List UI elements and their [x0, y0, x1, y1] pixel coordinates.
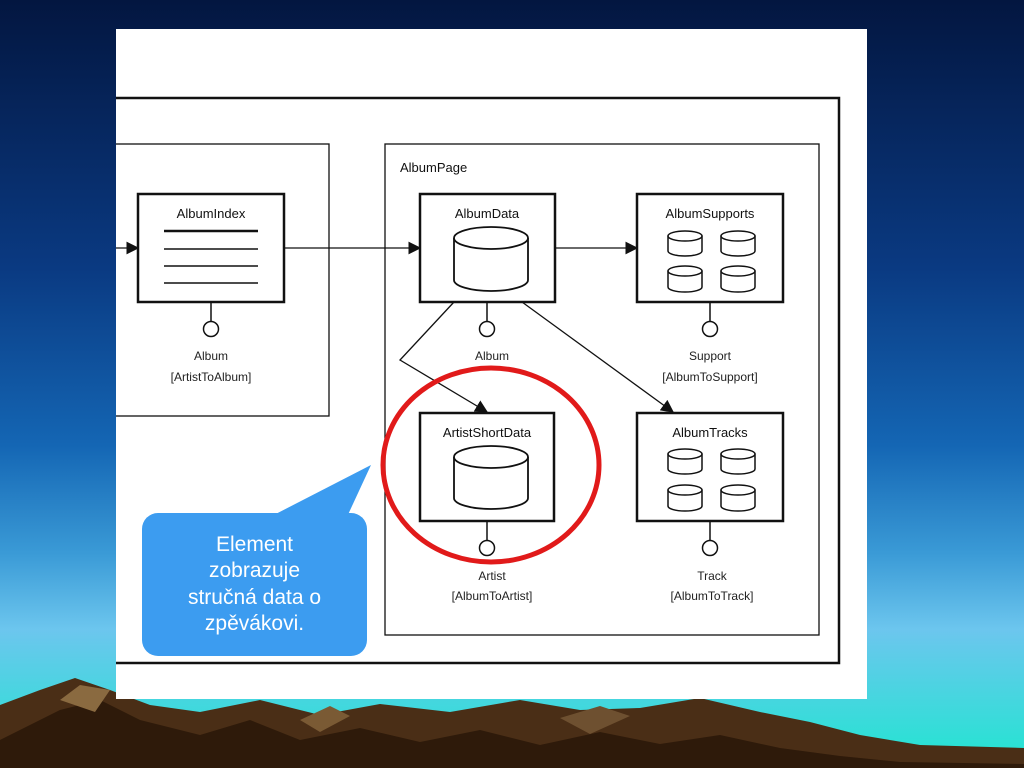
album-supports-param: Support — [689, 349, 732, 363]
album-data-param: Album — [475, 349, 509, 363]
database-icon — [453, 226, 529, 292]
album-supports-title: AlbumSupports — [666, 206, 755, 221]
album-page-frame — [384, 143, 820, 636]
index-list-icon — [164, 229, 258, 284]
album-index-title: AlbumIndex — [177, 206, 246, 221]
link-data-to-artist — [398, 301, 489, 413]
callout-text: Element zobrazuje stručná data o zpěváko… — [155, 532, 355, 636]
album-data-param-icon — [478, 302, 496, 338]
artist-short-data-title: ArtistShortData — [443, 425, 532, 440]
multi-database-icon — [667, 230, 756, 293]
callout-line: Element — [215, 533, 294, 557]
album-index-binding: [ArtistToAlbum] — [171, 370, 252, 384]
album-index-param: Album — [194, 349, 228, 363]
callout-line: zpěvákovi. — [204, 611, 305, 635]
callout-tail — [266, 465, 371, 519]
album-tracks-unit[interactable]: AlbumTracks — [635, 411, 785, 523]
database-icon — [453, 445, 529, 510]
album-page-title: AlbumPage — [400, 160, 467, 175]
artist-short-data-unit[interactable]: ArtistShortData — [418, 411, 556, 523]
artist-short-data-binding: [AlbumToArtist] — [452, 589, 533, 603]
multi-database-icon — [667, 448, 756, 512]
left-page-frame — [116, 143, 330, 417]
album-data-title: AlbumData — [455, 206, 520, 221]
webml-diagram: AlbumPage AlbumIndex Album [ArtistToAlbu… — [116, 96, 841, 665]
album-data-unit[interactable]: AlbumData — [418, 192, 557, 304]
album-supports-unit[interactable]: AlbumSupports — [635, 192, 785, 304]
album-index-param-icon — [202, 302, 220, 338]
album-tracks-title: AlbumTracks — [672, 425, 748, 440]
site-view-frame — [116, 96, 841, 665]
album-tracks-param: Track — [697, 569, 728, 583]
callout-bubble: Element zobrazuje stručná data o zpěváko… — [142, 513, 367, 656]
album-supports-param-icon — [701, 302, 719, 338]
callout-line: zobrazuje — [208, 559, 301, 583]
album-tracks-binding: [AlbumToTrack] — [671, 589, 754, 603]
album-supports-binding: [AlbumToSupport] — [662, 370, 757, 384]
link-data-to-tracks — [521, 301, 675, 413]
album-index-unit[interactable]: AlbumIndex — [136, 192, 286, 304]
highlight-circle — [380, 365, 602, 565]
artist-short-data-param: Artist — [478, 569, 506, 583]
callout-line: stručná data o — [187, 585, 322, 609]
artist-short-data-param-icon — [478, 521, 496, 557]
album-tracks-param-icon — [701, 521, 719, 557]
